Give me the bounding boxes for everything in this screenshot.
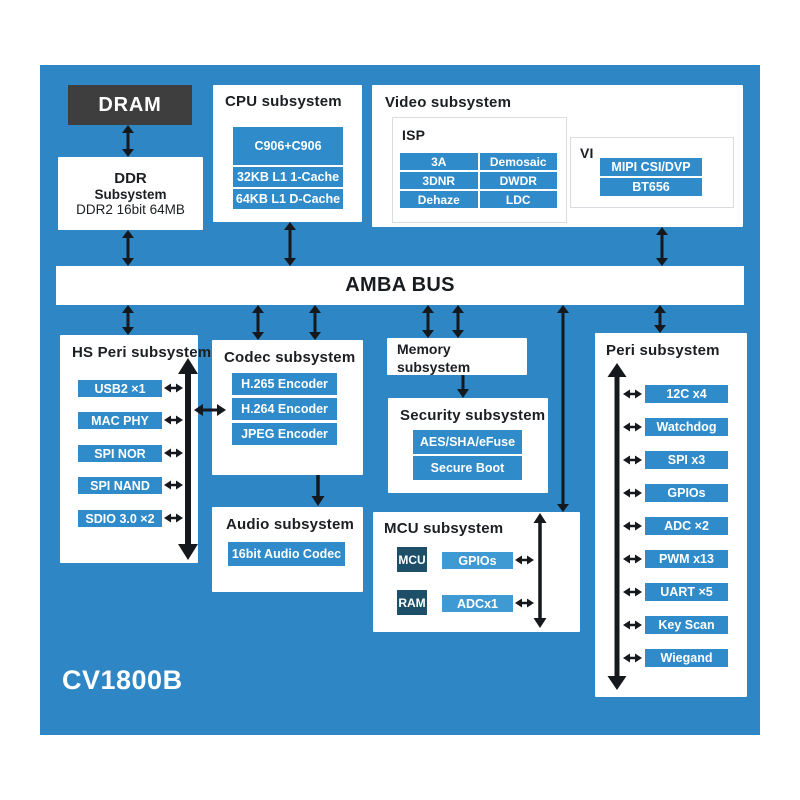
arrow-bus-mcu [557,305,569,512]
arrow-bus-memory-2 [452,305,464,338]
mcu-item-gpios: GPIOs [442,552,513,569]
vi-item-mipi-csi-dvp: MIPI CSI/DVP [600,158,702,176]
peri-item-wiegand: Wiegand [645,649,728,667]
isp-cell-dehaze: Dehaze [400,191,478,208]
security-subsystem-title: Security subsystem [400,407,546,424]
peri-item-gpios: GPIOs [645,484,728,502]
arrow-bus-hsperi [122,305,134,335]
vi-title: VI [580,145,594,161]
mcu-subsystem-title: MCU subsystem [384,520,504,537]
hs-peri-item-mac-phy: MAC PHY [78,412,162,429]
arrow-video-bus [656,227,668,266]
security-item-aes-sha-efuse: AES/SHA/eFuse [413,430,522,454]
chip-name-label: CV1800B [62,665,183,695]
peri-item-spi: SPI x3 [645,451,728,469]
ddr-line3: DDR2 16bit 64MB [76,202,185,217]
isp-title: ISP [402,127,426,143]
peri-item-pwm: PWM x13 [645,550,728,568]
isp-cell-dwdr: DWDR [479,172,557,189]
cpu-l1-icache-block: 32KB L1 1-Cache [233,167,343,187]
cpu-core-block: C906+C906 [233,127,343,165]
arrow-bus-peri [654,305,666,333]
audio-item-codec: 16bit Audio Codec [228,542,345,566]
arrow-bus-codec-1 [252,305,264,340]
hs-peri-subsystem-title: HS Peri subsystem [72,344,212,361]
soc-diagram-panel: DRAM DDR Subsystem DDR2 16bit 64MB CPU s… [40,65,760,735]
peri-item-keyscan: Key Scan [645,616,728,634]
memory-subsystem-title: Memory subsystem [397,341,470,376]
amba-bus-bar: AMBA BUS [56,266,744,305]
isp-cell-3dnr: 3DNR [400,172,478,189]
mcu-block-ram: RAM [397,590,427,615]
arrow-memory-security [457,375,469,398]
isp-function-grid: 3A Demosaic 3DNR DWDR Dehaze LDC [400,153,557,208]
memory-title-line1: Memory [397,341,451,357]
codec-subsystem-title: Codec subsystem [224,349,356,366]
isp-cell-demosaic: Demosaic [479,153,557,170]
memory-subsystem-box [387,338,527,375]
cpu-l1-dcache-block: 64KB L1 D-Cache [233,189,343,209]
peri-item-watchdog: Watchdog [645,418,728,436]
security-item-secure-boot: Secure Boot [413,456,522,480]
mcu-block-mcu: MCU [397,547,427,572]
ddr-line2: Subsystem [94,187,167,202]
ddr-line1: DDR [114,170,147,187]
arrow-codec-audio [311,475,325,506]
peri-subsystem-title: Peri subsystem [606,342,720,359]
hs-peri-item-spi-nand: SPI NAND [78,477,162,494]
arrow-bus-memory-1 [422,305,434,338]
peri-item-uart: UART ×5 [645,583,728,601]
hs-peri-item-sdio: SDIO 3.0 ×2 [78,510,162,527]
ddr-subsystem-box [58,157,203,230]
mcu-item-adcx1: ADCx1 [442,595,513,612]
arrow-cpu-bus [284,222,296,266]
peri-item-i2c: 12C x4 [645,385,728,403]
ddr-subsystem-text: DDR Subsystem DDR2 16bit 64MB [58,157,203,230]
isp-cell-3a: 3A [400,153,478,170]
codec-item-h264: H.264 Encoder [232,398,337,420]
audio-subsystem-title: Audio subsystem [226,516,355,533]
arrow-ddr-bus [122,230,134,266]
vi-item-bt656: BT656 [600,178,702,196]
arrow-dram-ddr [122,125,134,157]
cpu-subsystem-title: CPU subsystem [225,93,342,110]
isp-cell-ldc: LDC [479,191,557,208]
arrow-bus-codec-2 [309,305,321,340]
hs-peri-item-spi-nor: SPI NOR [78,445,162,462]
dram-block: DRAM [68,85,192,125]
video-subsystem-title: Video subsystem [385,94,512,111]
hs-peri-item-usb2: USB2 ×1 [78,380,162,397]
codec-item-h265: H.265 Encoder [232,373,337,395]
codec-item-jpeg: JPEG Encoder [232,423,337,445]
memory-title-line2: subsystem [397,358,471,375]
peri-item-adc: ADC ×2 [645,517,728,535]
